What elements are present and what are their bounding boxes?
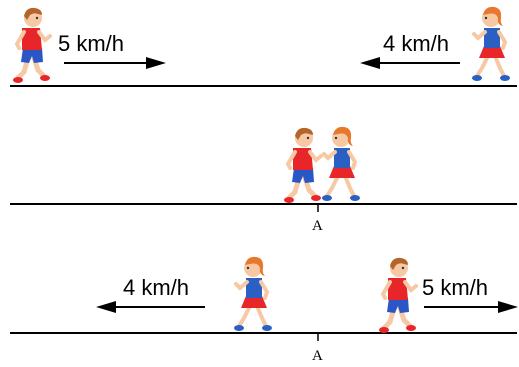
arrow-right-icon xyxy=(424,301,518,313)
walking-boy-icon xyxy=(379,258,416,333)
walking-girl-icon xyxy=(320,124,362,203)
scene-3: 4 km/h 5 km/h A xyxy=(10,254,518,364)
scene-1: 5 km/h 4 km/h xyxy=(10,4,517,87)
girl-speed-label: 4 km/h xyxy=(123,275,189,300)
boy-speed-label: 5 km/h xyxy=(58,31,124,56)
girl-speed-label: 4 km/h xyxy=(383,31,449,56)
walking-boy-icon xyxy=(284,128,321,203)
walking-boy-icon xyxy=(13,8,50,83)
arrow-left-icon xyxy=(96,301,205,313)
point-a-label: A xyxy=(312,218,323,234)
scene-2: A xyxy=(10,124,517,234)
point-a-label: A xyxy=(312,348,323,364)
walking-girl-icon xyxy=(470,4,512,83)
walking-girl-icon xyxy=(232,254,274,333)
arrow-left-icon xyxy=(360,57,460,69)
arrow-right-icon xyxy=(64,57,166,69)
boy-speed-label: 5 km/h xyxy=(422,275,488,300)
